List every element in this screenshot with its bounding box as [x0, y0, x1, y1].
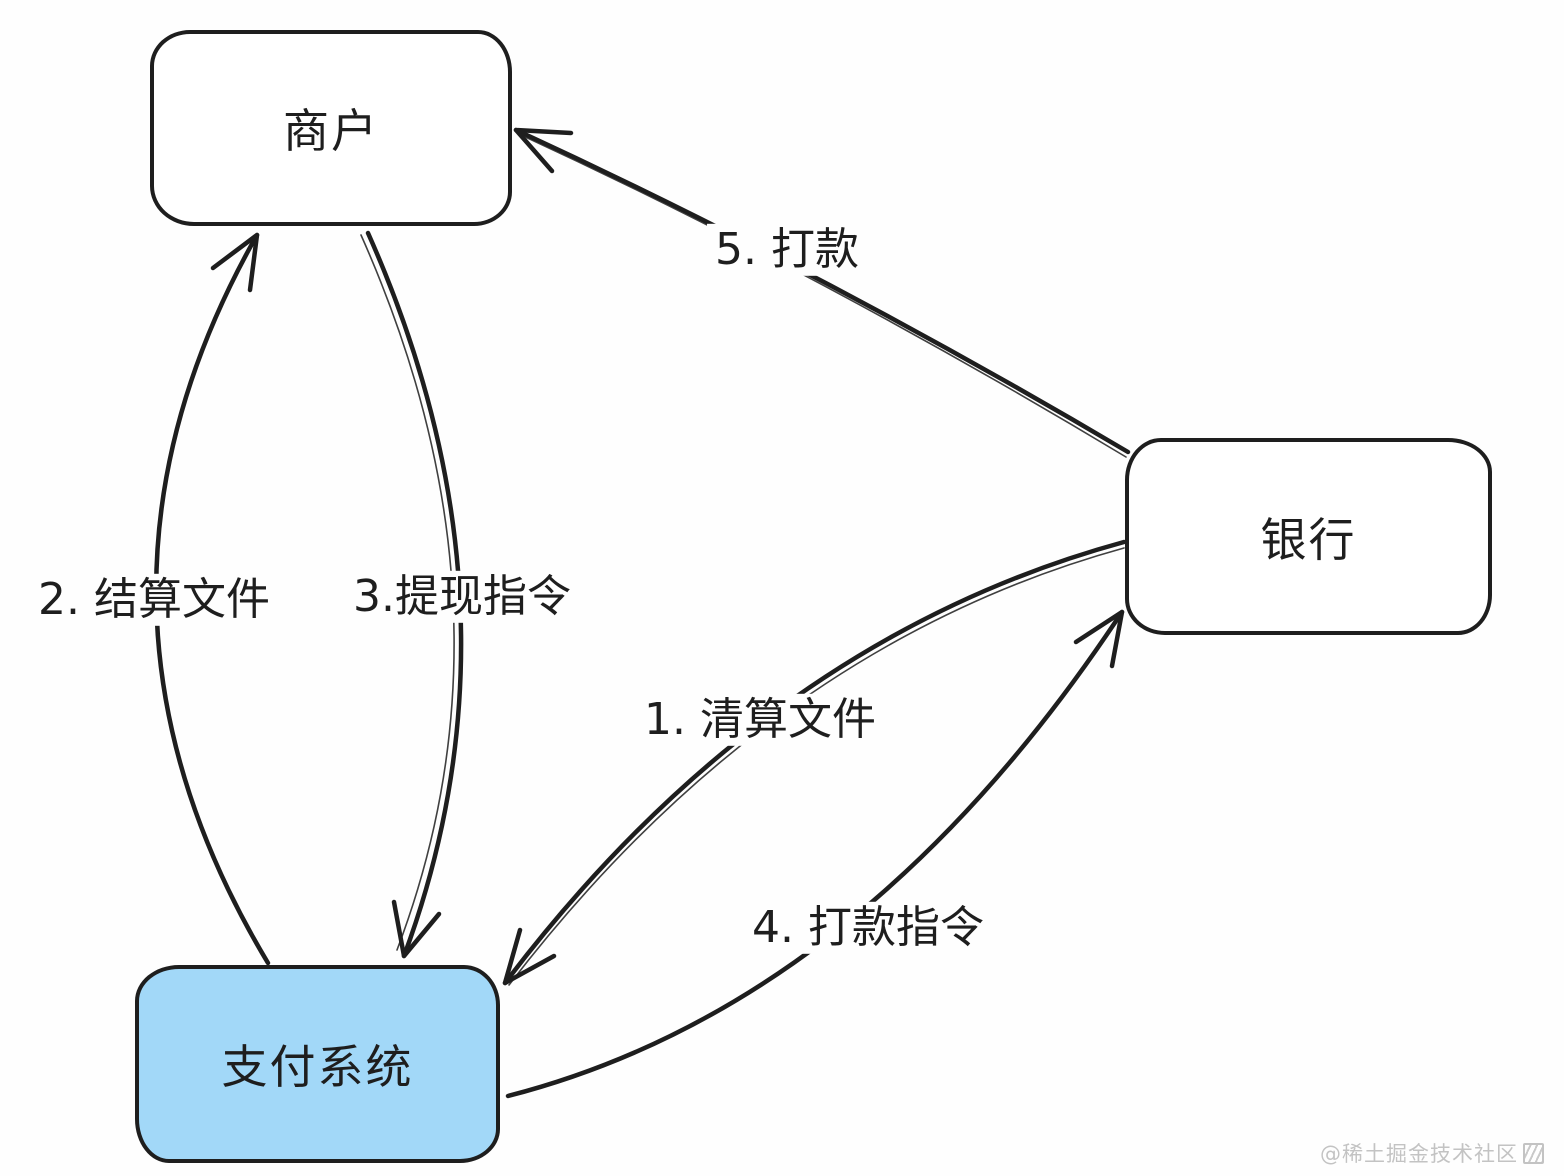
watermark: @稀土掘金技术社区 [1320, 1138, 1544, 1168]
node-merchant: 商户 [150, 30, 512, 226]
edge-payout [513, 127, 1131, 458]
node-payment-system-label: 支付系统 [221, 1040, 414, 1094]
edge-label-payout-command: 4. 打款指令 [744, 901, 992, 955]
juejin-logo-icon [1523, 1142, 1544, 1164]
node-bank: 银行 [1125, 438, 1492, 635]
edge-label-settlement-file: 2. 结算文件 [30, 573, 278, 627]
edge-label-clearing-file: 1. 清算文件 [636, 693, 884, 747]
watermark-text: @稀土掘金技术社区 [1320, 1142, 1518, 1166]
node-merchant-label: 商户 [283, 104, 379, 158]
node-bank-label: 银行 [1260, 512, 1357, 567]
edge-label-payout: 5. 打款 [707, 223, 867, 277]
node-payment-system: 支付系统 [135, 965, 500, 1163]
edge-label-withdraw-command: 3.提现指令 [345, 570, 579, 624]
